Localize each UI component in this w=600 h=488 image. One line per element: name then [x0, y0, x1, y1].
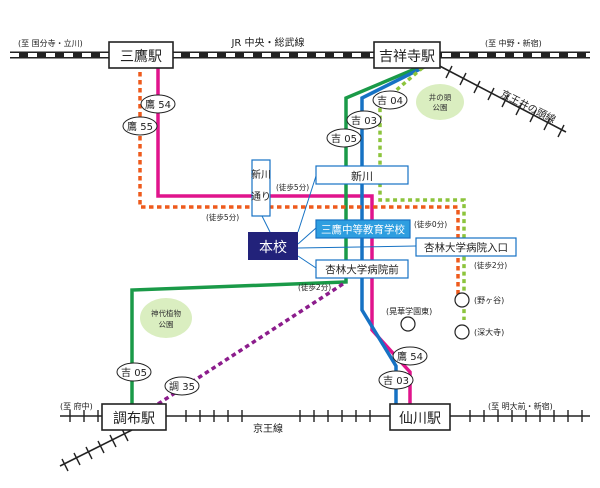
walk-iriguchi: (徒歩2分) [474, 260, 507, 270]
jindai-park-label-2: 公園 [159, 320, 174, 329]
inokashira-park [416, 84, 464, 120]
route-badge-taka55: 鷹 55 [122, 116, 158, 136]
keio-inokashira-label: 京王井の頭線 [499, 87, 558, 126]
route-badge-kichi03-bottom: 吉 03 [378, 370, 414, 390]
route-badge-kichi03-top-label: 吉 03 [351, 115, 377, 127]
to-nakano-label: (至 中野・新宿) [485, 38, 542, 48]
stop-shinkawa-dori-label-1: 新川 [251, 168, 271, 181]
station-mitaka[interactable]: 三鷹駅 [108, 41, 174, 69]
route-badge-kichi03-bottom-label: 吉 03 [383, 375, 409, 387]
to-meidaimae-label: (至 明大前・新宿) [488, 401, 553, 411]
route-badge-kichi05-top-label: 吉 05 [331, 133, 357, 145]
stop-shinkawa-dori[interactable]: 新川 通り [251, 159, 271, 217]
keio-inokashira-line [431, 61, 567, 133]
stop-kyorin-iriguchi-label: 杏林大学病院入口 [424, 241, 508, 254]
stop-shinkawa[interactable]: 新川 [315, 165, 409, 185]
station-kichijoji[interactable]: 吉祥寺駅 [373, 41, 441, 69]
stop-mitaka-chuto[interactable]: 三鷹中等教育学校 [315, 219, 411, 239]
station-mitaka-label: 三鷹駅 [120, 49, 162, 65]
stop-kokagakuen-higashi[interactable]: (晃華学園東) [386, 306, 432, 332]
inokashira-ties [445, 65, 565, 138]
station-chofu-label: 調布駅 [113, 411, 155, 427]
route-kichi04-lime-dotted [378, 56, 466, 320]
jindai-park-label-1: 神代植物 [151, 308, 181, 318]
stop-kyorin-iriguchi[interactable]: 杏林大学病院入口 [415, 237, 517, 257]
walk-chuto: (徒歩0分) [414, 219, 447, 229]
stop-kokagakuen-higashi-label: (晃華学園東) [386, 306, 432, 316]
keio-branch-southwest [59, 429, 133, 467]
station-kichijoji-label: 吉祥寺駅 [379, 49, 435, 65]
inokashira-park-label-2: 公園 [433, 103, 448, 112]
route-badge-taka55-label: 鷹 55 [127, 120, 153, 133]
keio-line-label: 京王線 [253, 422, 283, 435]
route-orange-dotted [138, 64, 460, 300]
stop-jindaiji[interactable]: (深大寺) [454, 324, 504, 340]
stop-nogaya-label: (野ヶ谷) [474, 296, 504, 305]
stop-jindaiji-label: (深大寺) [474, 327, 504, 337]
jr-line-label: JR 中央・総武線 [230, 36, 304, 49]
route-badge-cho35: 調 35 [164, 376, 200, 396]
stop-kyorin-mae-label: 杏林大学病院前 [325, 263, 399, 276]
stop-shinkawa-dori-label-2: 通り [251, 191, 271, 203]
inokashira-park-label-1: 井の頭 [429, 92, 452, 102]
stop-shinkawa-label: 新川 [351, 169, 373, 183]
route-badge-kichi05-bottom: 吉 05 [116, 362, 152, 382]
jindai-botanical-park [140, 298, 192, 338]
route-badge-kichi03-top: 吉 03 [346, 110, 382, 130]
route-cho35-purple-dotted [157, 280, 347, 406]
route-badge-taka54-bottom-label: 鷹 54 [397, 350, 423, 363]
school-connectors [261, 175, 417, 269]
school-marker[interactable]: 本校 [248, 232, 298, 260]
walk-shinkawa: (徒歩5分) [276, 182, 309, 192]
keio-branch-ties [61, 428, 129, 472]
walk-mae: (徒歩2分) [298, 282, 331, 292]
school-label: 本校 [259, 239, 287, 256]
route-badge-kichi05-bottom-label: 吉 05 [121, 367, 147, 379]
route-badge-taka54-top-label: 鷹 54 [145, 98, 171, 111]
station-sengawa[interactable]: 仙川駅 [389, 403, 451, 431]
stop-mitaka-chuto-label: 三鷹中等教育学校 [321, 223, 405, 236]
to-kokubunji-label: (至 国分寺・立川) [18, 38, 83, 48]
walk-mitaka-route: (徒歩5分) [206, 212, 239, 222]
route-badge-taka54-bottom: 鷹 54 [392, 346, 428, 366]
route-badge-kichi04: 吉 04 [372, 90, 408, 110]
route-badge-kichi05-top: 吉 05 [326, 128, 362, 148]
to-fuchu-label: (至 府中) [60, 401, 93, 411]
station-sengawa-label: 仙川駅 [399, 411, 441, 427]
route-badge-taka54-top: 鷹 54 [140, 94, 176, 114]
stop-nogaya[interactable]: (野ヶ谷) [454, 292, 504, 308]
stop-kyorin-mae[interactable]: 杏林大学病院前 [315, 259, 409, 279]
station-chofu[interactable]: 調布駅 [101, 403, 167, 431]
route-badge-kichi04-label: 吉 04 [377, 95, 403, 107]
keio-line-ties-bottom [69, 410, 583, 422]
route-badge-cho35-label: 調 35 [169, 380, 195, 393]
